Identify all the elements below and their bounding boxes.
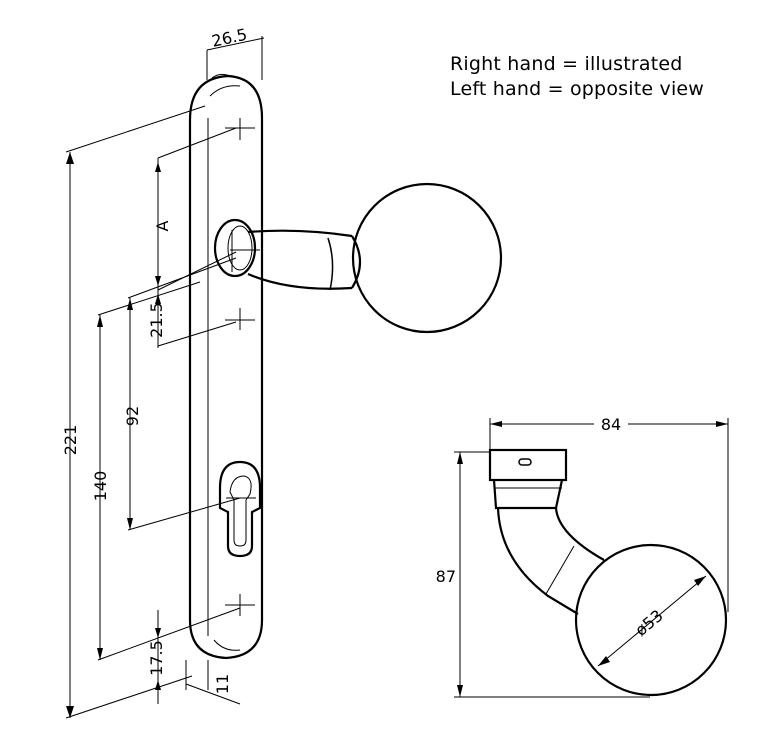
dim-bottom-offset: 17.5 bbox=[147, 640, 166, 676]
handle-rose bbox=[213, 218, 260, 278]
dim-center-distance: 92 bbox=[123, 406, 142, 426]
dim-knob-diameter: ø53 bbox=[631, 606, 666, 640]
dim-height: 87 bbox=[436, 567, 456, 586]
euro-cylinder-keyhole bbox=[218, 460, 262, 558]
left-hand-note: Left hand = opposite view bbox=[450, 78, 705, 100]
dim-handle-offset: 21.5 bbox=[147, 302, 166, 338]
right-hand-note: Right hand = illustrated bbox=[450, 53, 683, 75]
round-knob bbox=[351, 182, 503, 334]
side-dimension-lines bbox=[454, 418, 729, 698]
dim-plate-depth: 11 bbox=[213, 674, 232, 694]
dim-projection: 84 bbox=[601, 415, 621, 434]
side-knob bbox=[574, 543, 728, 697]
dimension-lines bbox=[65, 36, 265, 719]
handle-arm bbox=[247, 229, 362, 291]
door-plate bbox=[188, 73, 264, 660]
dim-plate-width: 26.5 bbox=[210, 25, 249, 51]
dim-a: A bbox=[153, 220, 172, 231]
dim-plate-height: 221 bbox=[61, 425, 80, 456]
side-view bbox=[488, 448, 728, 697]
dim-keyhole-offset: 140 bbox=[91, 471, 110, 502]
